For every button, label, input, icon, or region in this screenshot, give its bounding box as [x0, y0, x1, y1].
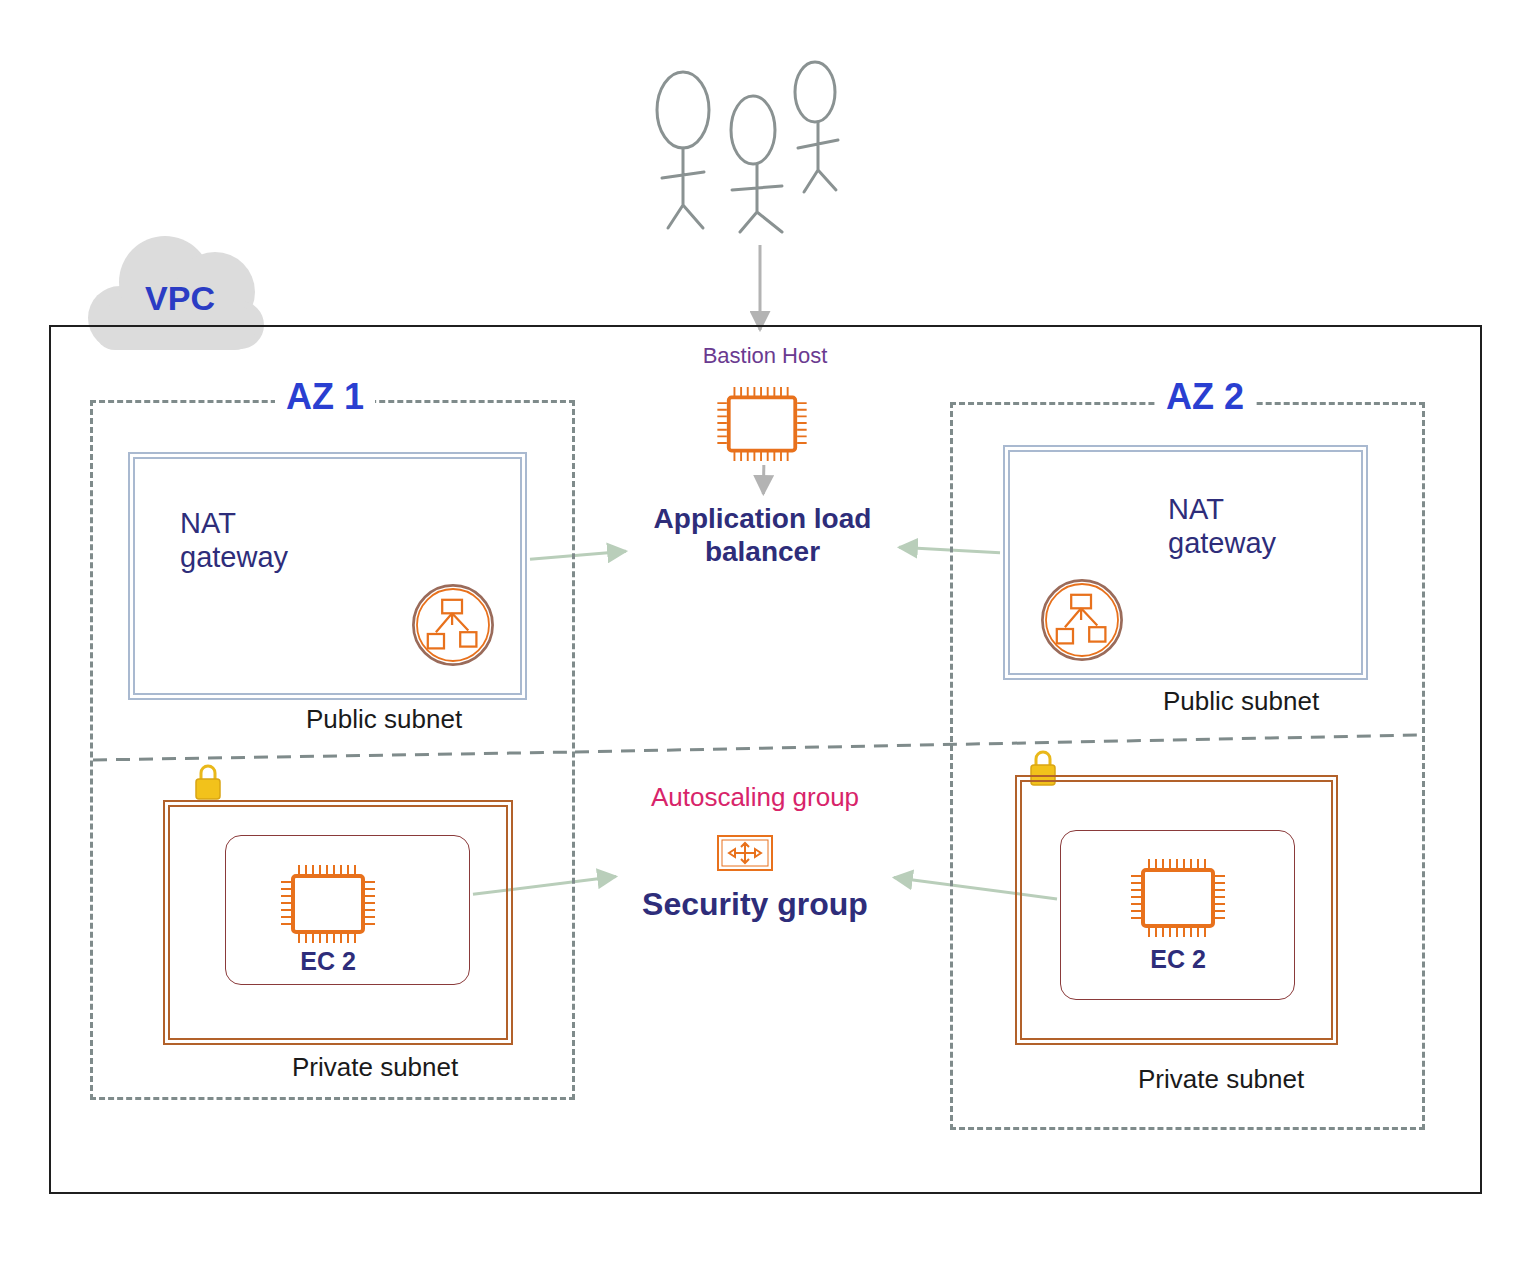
node-label: Private subnet	[1138, 1064, 1393, 1095]
security-group: Autoscaling groupSecurity group	[620, 778, 890, 940]
autoscaling-icon	[718, 836, 772, 870]
node-label: AZ 1	[275, 376, 375, 418]
bastion-host: Bastion Host	[675, 338, 855, 462]
load-balancer: Application load balancer	[630, 498, 895, 582]
node-label: EC 2	[278, 947, 378, 977]
node-label: Private subnet	[292, 1052, 532, 1083]
az-divider	[575, 735, 1420, 752]
nat-icon	[413, 585, 492, 664]
node-label: VPC	[110, 278, 250, 318]
connector-arrow	[894, 877, 1057, 899]
availability-zone: AZ 1NAT gatewayPublic subnetPrivate subn…	[90, 400, 575, 1100]
ec2-box: EC 2	[225, 835, 470, 985]
node-label: Bastion Host	[675, 343, 855, 369]
node-label: EC 2	[1128, 945, 1228, 975]
autoscaling-icon	[729, 843, 761, 863]
users-figures	[657, 62, 838, 232]
node-label: Application load balancer	[630, 502, 895, 568]
users-figures	[657, 72, 709, 148]
vpc-region: VPCAZ 1NAT gatewayPublic subnetPrivate s…	[49, 325, 1482, 1194]
ec2-chip	[1136, 864, 1220, 932]
node-label: Public subnet	[1163, 686, 1378, 717]
ec2-box: EC 2	[1060, 830, 1295, 1000]
autoscaling-icon	[718, 836, 772, 870]
node-label: Autoscaling group	[620, 782, 890, 813]
nat-icon	[1042, 580, 1121, 659]
autoscaling-icon	[722, 840, 768, 866]
node-label: AZ 2	[1155, 376, 1255, 418]
node-label: Security group	[620, 886, 890, 924]
private-subnet: Private subnetEC 2	[163, 800, 513, 1045]
node-label: NAT gateway	[1168, 492, 1323, 560]
public-subnet: NAT gatewayPublic subnet	[128, 452, 527, 700]
connector-arrow	[473, 876, 616, 894]
node-label: Public subnet	[306, 704, 521, 735]
az-divider	[93, 752, 575, 760]
connector-arrow	[530, 551, 626, 559]
ec2-chip	[286, 870, 370, 938]
public-subnet: NAT gatewayPublic subnet	[1003, 445, 1368, 680]
users-figures	[798, 122, 838, 192]
availability-zone: AZ 2NAT gatewayPublic subnetPrivate subn…	[950, 402, 1425, 1130]
lock-icon	[196, 766, 220, 799]
vpc-cloud	[88, 236, 264, 350]
node-label: NAT gateway	[180, 506, 335, 574]
users-arrow	[759, 245, 762, 330]
users-figures	[795, 62, 835, 122]
private-subnet: Private subnetEC 2	[1015, 775, 1338, 1045]
connector-arrow	[762, 465, 766, 494]
users-figures	[732, 164, 782, 232]
users-figures	[731, 96, 775, 164]
users-figures	[662, 148, 704, 228]
bastion-chip	[722, 392, 802, 457]
